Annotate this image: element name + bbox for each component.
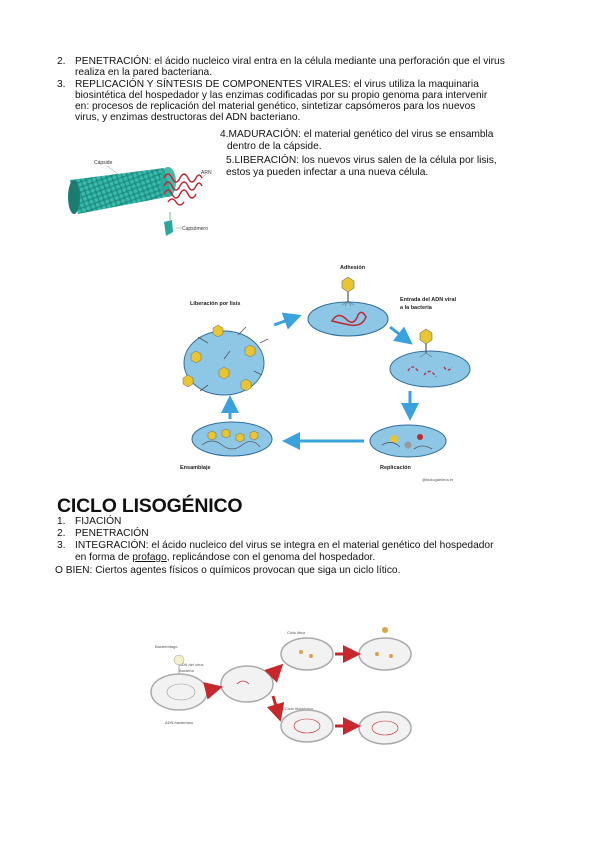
cell-assembly xyxy=(191,421,273,457)
lysogenic-label: Ciclo lisogénico xyxy=(285,706,314,711)
virus-structure-figure: Cápside ARN Capsómero xyxy=(68,160,212,236)
item-number: 3. xyxy=(57,79,66,90)
item-number: 1. xyxy=(57,516,66,527)
host-cell-1 xyxy=(150,654,208,711)
lytic-label: Ciclo lítico xyxy=(287,630,306,635)
item-number: 2. xyxy=(57,528,66,539)
cell-entry xyxy=(389,328,471,388)
item-text-line: realiza en la pared bacteriana. xyxy=(75,67,213,78)
host-cell-2 xyxy=(220,665,274,703)
cell-adhesion xyxy=(307,276,389,337)
item-text-line: virus, y enzimas destructoras del ADN ba… xyxy=(75,112,301,123)
item-text-line: en: procesos de replicación del material… xyxy=(75,101,476,112)
item-text-line: REPLICACIÓN Y SÍNTESIS DE COMPONENTES VI… xyxy=(75,79,479,90)
item-text: FIJACIÓN xyxy=(75,516,122,527)
item-text-line: PENETRACIÓN: el ácido nucleico viral ent… xyxy=(75,56,505,67)
phage-icon xyxy=(419,328,433,358)
rna-helix xyxy=(163,173,203,206)
cycle-arrows xyxy=(221,312,419,450)
flow-arrows xyxy=(203,645,361,735)
adhesion-label: Adhesión xyxy=(340,265,366,271)
item-text-line: dentro de la cápside. xyxy=(227,141,322,152)
prophage-term: profago xyxy=(132,552,167,563)
replication-label: Replicación xyxy=(380,465,412,471)
arn-label: ARN xyxy=(201,170,212,176)
lysogenic-cycle-figure: Bacteriófago ADN del virus Bacteria ADN … xyxy=(150,627,412,745)
item-text-line: 5.LIBERACIÓN: los nuevos virus salen de … xyxy=(226,155,497,166)
item-text-line: 4.MADURACIÓN: el material genético del v… xyxy=(220,129,494,140)
host-cell-lysogenic-1 xyxy=(280,709,334,743)
alternative-note: O BIEN: Ciertos agentes físicos o químic… xyxy=(55,565,401,576)
credit-text: @biologaelena er xyxy=(422,477,454,482)
entry-label-line1: Entrada del ADN viral xyxy=(400,297,457,303)
item-text-line2: en forma de profago, replicándose con el… xyxy=(75,552,375,563)
lytic-cycle-figure: Adhesión Entrada del ADN viral a la bact… xyxy=(180,265,471,482)
bacterial-dna-label: ADN bacteriano xyxy=(165,720,194,725)
cell-lysis xyxy=(182,324,269,396)
item-number: 3. xyxy=(57,540,66,551)
capsomere xyxy=(164,212,173,236)
text-run: , replicándose con el genoma del hospeda… xyxy=(166,552,376,563)
bacteriophage-label: Bacteriófago xyxy=(155,644,178,649)
section-title: CICLO LISOGÉNICO xyxy=(57,495,243,517)
item-text: PENETRACIÓN xyxy=(75,528,149,539)
bacterium-label: Bacteria xyxy=(179,668,194,673)
release-label: Liberación por lisis xyxy=(190,301,240,307)
item-text-line: biosintética del hospedador y las enzima… xyxy=(75,90,488,101)
assembly-label: Ensamblaje xyxy=(180,465,211,471)
cell-replication xyxy=(369,424,447,458)
entry-label-line2: a la bacteria xyxy=(400,305,433,311)
host-cell-lytic-1 xyxy=(280,637,334,671)
viral-dna-label: ADN del virus xyxy=(179,662,203,667)
text-run: en forma de xyxy=(75,552,133,563)
capsomere-label: Capsómero xyxy=(182,226,208,232)
host-cell-lysogenic-2 xyxy=(358,711,412,745)
capsid-tube xyxy=(68,167,176,214)
item-text: INTEGRACIÓN: el ácido nucleico del virus… xyxy=(75,540,494,551)
host-cell-lytic-2 xyxy=(358,627,412,671)
item-number: 2. xyxy=(57,56,66,67)
capsid-label: Cápside xyxy=(94,160,113,166)
item-text-line: estos ya pueden infectar a una nueva cél… xyxy=(226,167,429,178)
phage-icon xyxy=(341,276,355,307)
